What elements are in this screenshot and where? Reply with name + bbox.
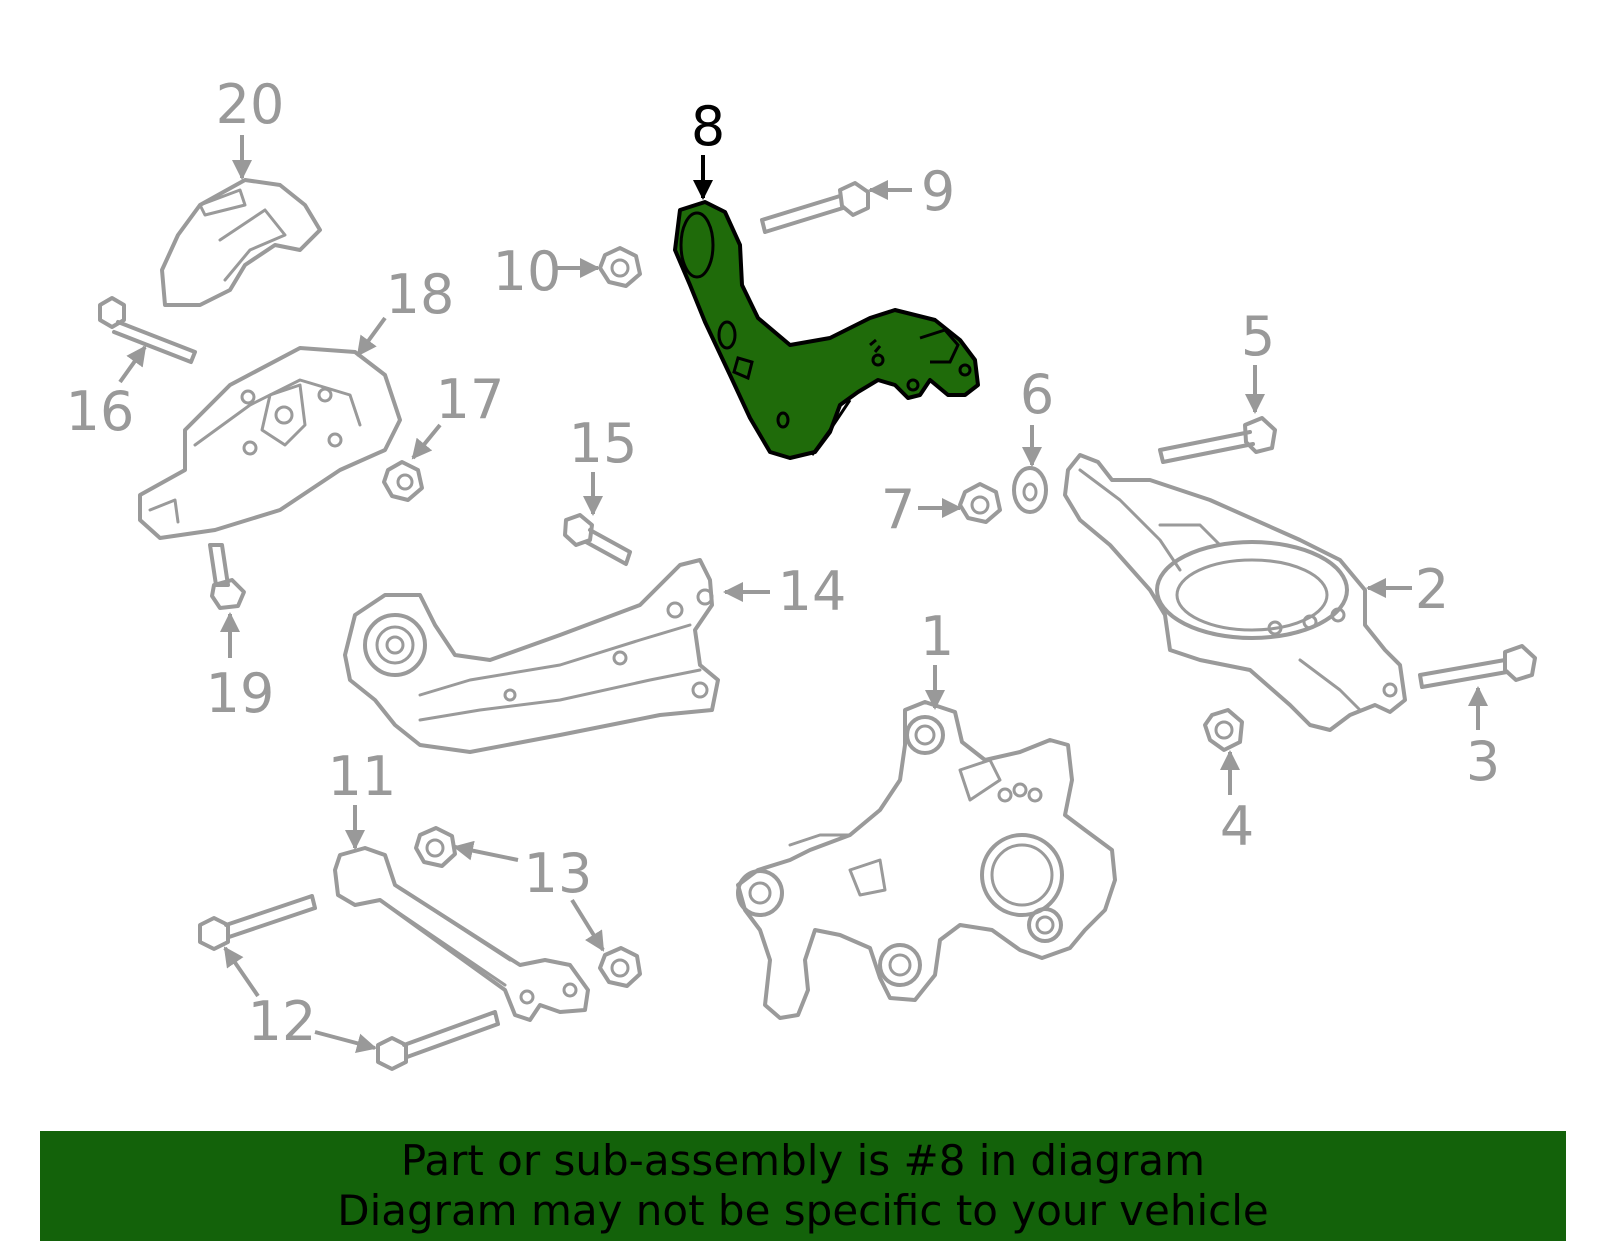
callout-label-9: 9	[921, 160, 955, 223]
callout-12: 12	[223, 946, 377, 1054]
callout-label-16: 16	[66, 380, 135, 443]
part-12-bolts	[198, 894, 500, 1071]
callout-16: 16	[66, 345, 147, 443]
callout-label-6: 6	[1020, 363, 1054, 426]
part-9-bolt	[760, 181, 870, 234]
part-18-mount-bracket	[138, 346, 402, 540]
callout-17: 17	[411, 368, 505, 460]
callout-19: 19	[206, 612, 275, 725]
callout-label-7: 7	[881, 478, 915, 541]
callout-label-8: 8	[691, 95, 725, 158]
part-3-bolt	[1418, 644, 1537, 689]
info-banner: Part or sub-assembly is #8 in diagram Di…	[40, 1131, 1566, 1241]
leader-12a	[223, 946, 260, 998]
callout-label-4: 4	[1220, 795, 1254, 858]
callout-label-12: 12	[248, 990, 317, 1053]
callout-13: 13	[453, 840, 605, 952]
banner-background	[40, 1131, 1566, 1241]
callout-8: 8	[691, 95, 725, 200]
leader-13a	[453, 840, 519, 862]
callout-14: 14	[723, 560, 847, 623]
callout-label-14: 14	[778, 560, 847, 623]
callout-11: 11	[328, 745, 397, 850]
callout-label-20: 20	[216, 73, 285, 136]
callout-15: 15	[569, 412, 638, 516]
part-8-upper-control-arm	[673, 200, 980, 460]
banner-line-1: Part or sub-assembly is #8 in diagram	[400, 1136, 1206, 1185]
callout-label-11: 11	[328, 745, 397, 808]
callout-10: 10	[493, 240, 600, 303]
callout-6: 6	[1020, 363, 1054, 467]
callout-1: 1	[920, 605, 954, 710]
banner-line-2: Diagram may not be specific to your vehi…	[337, 1186, 1269, 1235]
part-16-bolt	[98, 296, 197, 364]
callout-20: 20	[216, 73, 285, 180]
leader-16	[118, 345, 147, 384]
callout-5: 5	[1241, 305, 1275, 414]
callout-label-18: 18	[386, 263, 455, 326]
callout-3: 3	[1466, 686, 1500, 793]
part-14-trailing-arm	[343, 558, 720, 754]
callout-label-19: 19	[206, 662, 275, 725]
callout-label-5: 5	[1241, 305, 1275, 368]
callout-label-13: 13	[524, 842, 593, 905]
callout-label-2: 2	[1415, 558, 1449, 621]
part-10-nut	[598, 246, 642, 288]
part-19-bolt	[208, 543, 246, 610]
part-7-nut	[958, 482, 1002, 524]
callout-9: 9	[868, 160, 955, 223]
callout-2: 2	[1366, 558, 1449, 621]
callout-18: 18	[356, 263, 455, 357]
part-11-link	[333, 846, 590, 1022]
callout-label-17: 17	[436, 368, 505, 431]
leader-17	[411, 423, 442, 460]
callout-7: 7	[881, 478, 962, 541]
callout-4: 4	[1220, 750, 1254, 858]
part-20-cover	[160, 178, 322, 307]
part-15-bolt	[563, 513, 632, 566]
callout-label-10: 10	[493, 240, 562, 303]
part-1-knuckle	[736, 700, 1117, 1020]
part-2-lower-arm	[1063, 453, 1407, 732]
leader-13b	[570, 898, 605, 952]
callout-label-15: 15	[569, 412, 638, 475]
leader-12b	[314, 1030, 377, 1054]
part-5-bolt	[1158, 416, 1277, 464]
leader-18	[356, 316, 387, 357]
callout-label-1: 1	[920, 605, 954, 668]
part-13-nuts	[414, 826, 642, 988]
part-4-nut	[1203, 708, 1244, 752]
callout-label-3: 3	[1466, 730, 1500, 793]
part-17-nut	[382, 460, 424, 502]
part-6-washer	[1012, 466, 1048, 514]
